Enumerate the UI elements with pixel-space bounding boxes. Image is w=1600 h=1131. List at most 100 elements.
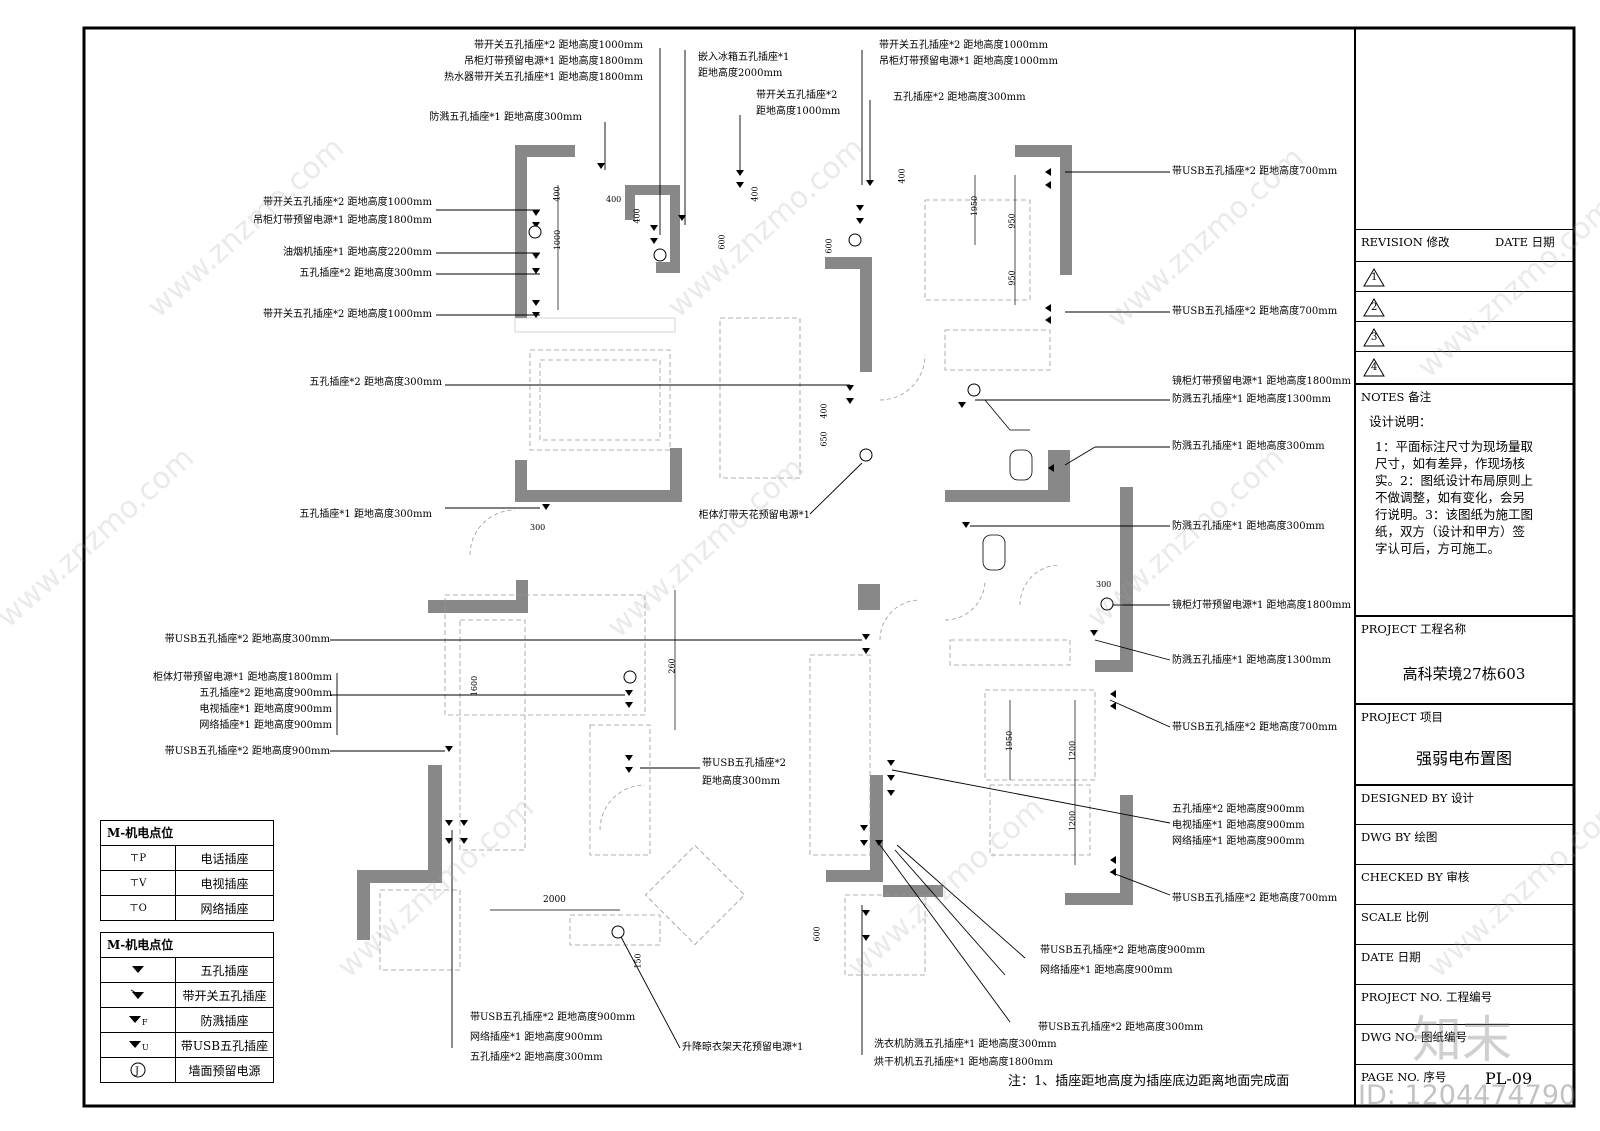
annotation: 油烟机插座*1 距地高度2200mm (283, 247, 432, 258)
splash-socket-icon: F (101, 1008, 176, 1032)
annotation: 五孔插座*2 距地高度300mm (893, 92, 1026, 103)
usb-socket-icon: U (101, 1033, 176, 1057)
dimension-value: 1000 (553, 229, 563, 251)
annotation: 升降晾衣架天花预留电源*1 (682, 1042, 804, 1053)
dwg-by-label: DWG BY 绘图 (1361, 830, 1438, 844)
legend-row: 五孔插座 (101, 958, 273, 983)
date-row: DATE 日期 (1355, 944, 1573, 983)
dimension-value: 400 (819, 403, 829, 419)
dimension-value: 650 (819, 431, 829, 447)
dimension-value: 600 (824, 238, 834, 254)
tv-socket-icon: ⊤V (101, 871, 176, 895)
annotation: 镜柜灯带预留电源*1 距地高度1800mm (1172, 600, 1351, 611)
legend-label: 电视插座 (200, 876, 249, 891)
dimension-value: 150 (633, 953, 643, 969)
annotation: 防溅五孔插座*1 距地高度1300mm (1172, 655, 1331, 666)
annotation: 五孔插座*2 距地高度300mm (309, 377, 442, 388)
furniture-outlines (379, 199, 1096, 976)
dwg-no-label: DWG NO. 图纸编号 (1361, 1030, 1468, 1044)
project-section: PROJECT 项目 强弱电布置图 (1355, 703, 1573, 785)
dimension-value: 600 (812, 926, 822, 942)
reserved-power-symbols (528, 225, 1114, 939)
notes-line: 1：平面标注尺寸为现场量取 (1375, 439, 1533, 454)
notes-line: 字认可后，方可施工。 (1375, 541, 1501, 556)
notes-line: 尺寸，如有差异，作现场核 (1375, 456, 1526, 471)
reserved-power-icon: J (101, 1058, 176, 1082)
scale-label: SCALE 比例 (1361, 910, 1429, 924)
rev-mark: 2 (1371, 302, 1378, 313)
legend-row: ⊤O 网络插座 (101, 896, 273, 920)
designed-by-row: DESIGNED BY 设计 (1355, 784, 1573, 824)
svg-text:U: U (142, 1043, 148, 1051)
legend-label: 网络插座 (200, 901, 249, 916)
dimension-value: 300 (1096, 580, 1112, 589)
notes-body: 设计说明： 1：平面标注尺寸为现场量取 尺寸，如有差异，作现场核 实。2：图纸设… (1369, 413, 1533, 557)
rev-mark: 1 (1371, 272, 1378, 283)
dimension-value: 1950 (1005, 730, 1015, 752)
notes-line: 行说明。3：该图纸为施工图 (1375, 507, 1533, 522)
project-name-section: PROJECT 工程名称 高科荣境27栋603 (1355, 615, 1573, 702)
legend-title: M-机电点位 (101, 821, 273, 846)
dimension-lines (490, 175, 1076, 911)
notes-title: NOTES 备注 (1361, 390, 1432, 404)
legend-label: 防溅插座 (200, 1013, 249, 1028)
dimension-value: 950 (1007, 270, 1017, 286)
annotation: 带USB五孔插座*2 距地高度300mm (164, 634, 330, 645)
annotation: 带开关五孔插座*2 距地高度1000mm (263, 309, 432, 320)
notes-heading: 设计说明： (1369, 414, 1432, 429)
fixtures (982, 399, 1033, 571)
legend-label: 电话插座 (200, 851, 249, 866)
svg-text:F: F (142, 1018, 148, 1026)
legend-row: 带开关五孔插座 (101, 983, 273, 1008)
svg-text:J: J (134, 1066, 139, 1077)
legend-label: 五孔插座 (200, 963, 249, 978)
legend-label: 带USB五孔插座 (180, 1038, 269, 1053)
dimension-value: 950 (1007, 213, 1017, 229)
dimension-value: 400 (897, 168, 907, 184)
legend-label: 带开关五孔插座 (182, 988, 267, 1003)
date-col-label: DATE 日期 (1495, 235, 1555, 249)
annotation: 防溅五孔插座*1 距地高度300mm (429, 112, 582, 123)
annotation: 带USB五孔插座*2 距地高度700mm (1172, 166, 1338, 177)
legend-row: U 带USB五孔插座 (101, 1033, 273, 1058)
dimension-value: 600 (717, 234, 727, 250)
annotation: 柜体灯带天花预留电源*1 (698, 510, 810, 521)
scale-row: SCALE 比例 (1355, 904, 1573, 943)
socket-icon (101, 958, 176, 982)
telephone-socket-icon: ⊤P (101, 846, 176, 870)
dimension-value: 260 (667, 658, 677, 674)
page-no-row: PAGE NO. 序号 PL-09 (1355, 1064, 1573, 1105)
leader-lines (330, 48, 1171, 1055)
legend-row: F 防溅插座 (101, 1008, 273, 1033)
project-label: PROJECT 项目 (1361, 710, 1443, 724)
image-id: ID: 1204474790 (1358, 1080, 1577, 1111)
annotation: 带USB五孔插座*2 距地高度700mm (1172, 306, 1338, 317)
socket-symbols (445, 163, 1116, 941)
door-swings (469, 354, 1061, 831)
footer-note: 注：1、插座距地高度为插座底边距离地面完成面 (1008, 1074, 1290, 1089)
rev-mark: 3 (1371, 332, 1378, 343)
dwg-by-row: DWG BY 绘图 (1355, 824, 1573, 863)
project-name-label: PROJECT 工程名称 (1361, 622, 1466, 636)
annotation: 五孔插座*1 距地高度300mm (299, 509, 432, 520)
page-no-value: PL-09 (1485, 1069, 1533, 1088)
page-no-label: PAGE NO. 序号 (1361, 1070, 1447, 1084)
legend-row: ⊤P 电话插座 (101, 846, 273, 871)
walls (357, 145, 1133, 940)
project-no-label: PROJECT NO. 工程编号 (1361, 990, 1493, 1004)
legend-weak-current: M-机电点位 ⊤P 电话插座 ⊤V 电视插座 ⊤O 网络插座 (100, 820, 274, 921)
network-socket-icon: ⊤O (101, 896, 176, 920)
notes-line: 不做调整，如有变化，会另 (1375, 490, 1526, 505)
rev-mark: 4 (1371, 362, 1378, 373)
dimension-value: 1950 (970, 195, 980, 217)
revision-row: 1 (1355, 261, 1573, 292)
